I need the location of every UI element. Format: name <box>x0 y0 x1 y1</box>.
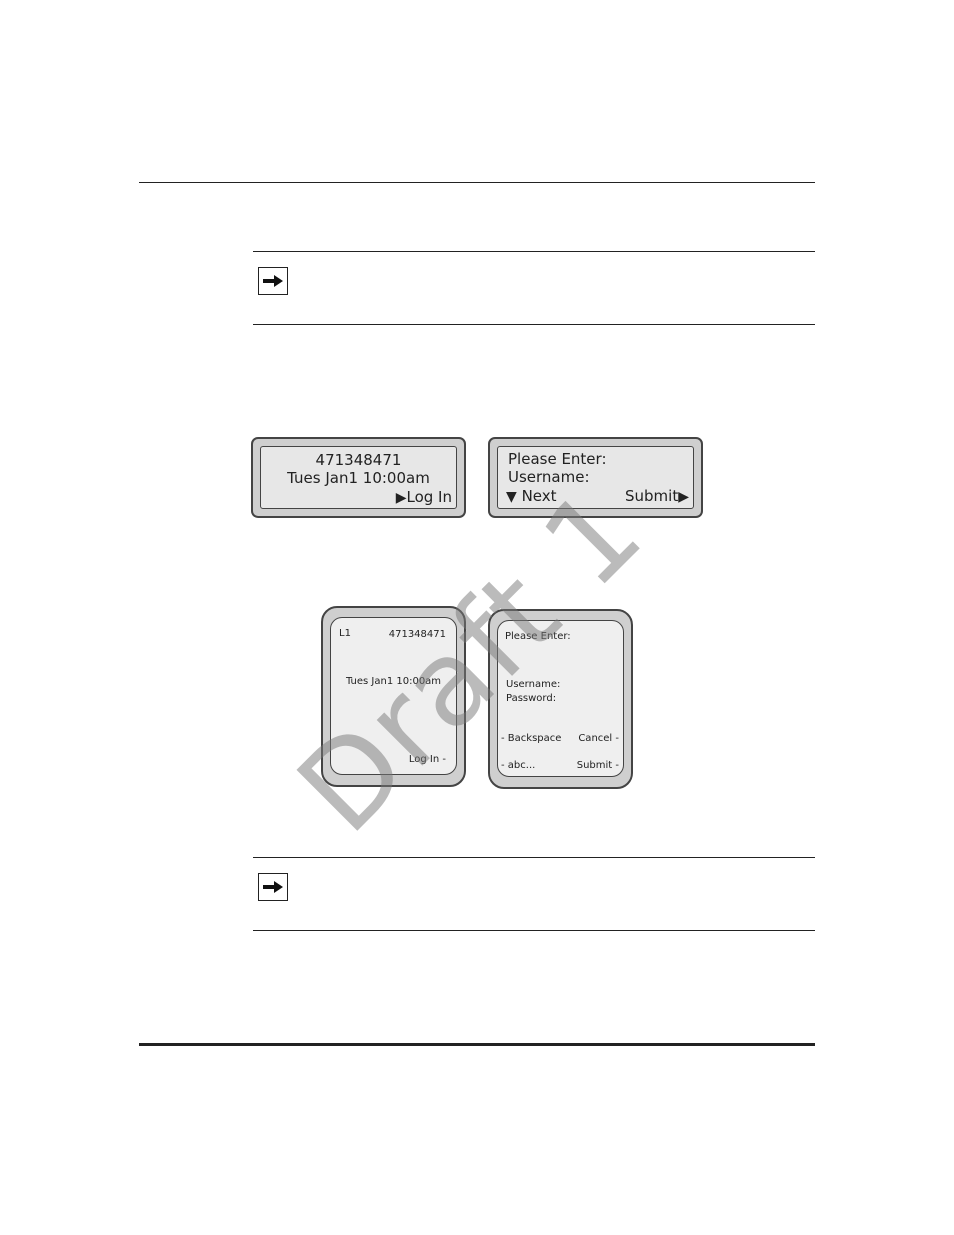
phone-password-label: Password: <box>506 693 557 704</box>
triangle-right-icon: ▶ <box>395 490 407 506</box>
phone-datetime: Tues Jan1 10:00am <box>345 676 442 687</box>
note-top-rule <box>253 857 815 858</box>
lcd-idle-display: 471348471 Tues Jan1 10:00am ▶Log In <box>251 437 466 518</box>
lcd-idle-screen: 471348471 Tues Jan1 10:00am ▶Log In <box>260 446 457 509</box>
phone-submit-softkey[interactable]: Submit - <box>576 760 619 771</box>
header-rule <box>139 182 815 183</box>
phone-prompt-display: Please Enter: Username: Password: - Back… <box>488 609 633 789</box>
lcd-submit-softkey[interactable]: Submit▶ <box>625 487 689 505</box>
lcd-submit-label: Submit <box>625 487 679 505</box>
phone-backspace-softkey[interactable]: - Backspace <box>501 733 562 744</box>
lcd-prompt-display: Please Enter: Username: ▼ Next Submit▶ <box>488 437 703 518</box>
lcd-next-label: Next <box>521 487 557 505</box>
phone-cancel-softkey[interactable]: Cancel - <box>578 733 619 744</box>
note-bottom-rule <box>253 930 815 931</box>
note-arrow-icon <box>258 267 288 295</box>
phone-abc-softkey[interactable]: - abc... <box>501 760 536 771</box>
lcd-prompt-username: Username: <box>508 468 590 486</box>
note-bottom-rule <box>253 324 815 325</box>
phone-idle-display: L1 471348471 Tues Jan1 10:00am Log In - <box>321 606 466 787</box>
phone-username-label: Username: <box>506 679 561 690</box>
lcd-prompt-screen: Please Enter: Username: ▼ Next Submit▶ <box>497 446 694 509</box>
lcd-prompt-title: Please Enter: <box>508 450 607 468</box>
lcd-datetime: Tues Jan1 10:00am <box>287 469 430 487</box>
triangle-right-icon: ▶ <box>678 489 689 505</box>
triangle-down-icon: ▼ <box>506 489 517 505</box>
phone-prompt-screen: Please Enter: Username: Password: - Back… <box>497 620 624 777</box>
note-top-rule <box>253 251 815 252</box>
phone-idle-screen: L1 471348471 Tues Jan1 10:00am Log In - <box>330 617 457 775</box>
lcd-login-label: Log In <box>406 488 453 506</box>
footer-rule <box>139 1043 815 1046</box>
lcd-login-softkey[interactable]: ▶Log In <box>396 488 452 506</box>
phone-number: 471348471 <box>388 629 446 640</box>
phone-login-softkey[interactable]: Log In - <box>408 754 446 765</box>
note-arrow-icon <box>258 873 288 901</box>
phone-line-label: L1 <box>339 628 351 639</box>
lcd-number: 471348471 <box>315 451 402 469</box>
lcd-next-softkey[interactable]: ▼ Next <box>506 487 557 505</box>
phone-prompt-title: Please Enter: <box>505 631 571 642</box>
